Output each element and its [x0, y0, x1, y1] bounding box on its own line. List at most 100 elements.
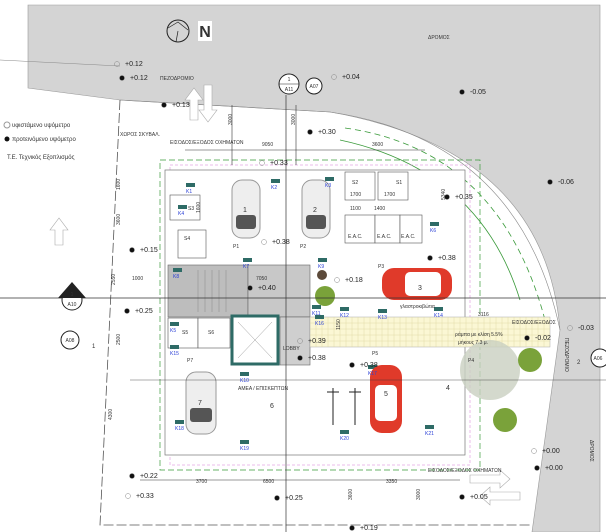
car-1	[231, 179, 261, 239]
vehicle-entry-top-label: ΕΙΣΟΔΟΣ/ΕΞΟΔΟΣ ΟΧΗΜΑΤΩΝ	[170, 140, 244, 146]
dimension-label: 2550	[111, 274, 117, 285]
section-marker-a11[interactable]: 1 A11	[278, 73, 300, 95]
level-marker-icon	[307, 129, 313, 135]
column	[378, 309, 387, 313]
dimension-label: 5340	[441, 189, 447, 200]
trees	[315, 270, 542, 432]
sidewalk-label-top: ΠΕΖΟΔΡΟΜΙΟ	[160, 76, 194, 82]
vehicle-entry-ramp-label: ΕΙΣΟΔΟΣ/ΕΞΟΔΟΣ	[512, 320, 556, 326]
car-7	[185, 371, 217, 435]
level-marker-icon	[459, 89, 465, 95]
column-label: K4	[178, 211, 184, 217]
level-label: +0.38	[272, 239, 290, 246]
column	[243, 258, 252, 262]
dimension-label: 3000	[416, 489, 422, 500]
level-label: -0.06	[558, 179, 574, 186]
column-label: K14	[434, 313, 443, 319]
parking-code: P4	[468, 358, 474, 364]
level-label: +0.12	[130, 75, 148, 82]
elevator-cross	[237, 321, 273, 359]
storage-label: S3	[188, 206, 194, 212]
level-marker-icon	[547, 179, 553, 185]
storage-label: S2	[352, 180, 358, 186]
storage-label: S5	[182, 330, 188, 336]
legend-technical-equipment: Τ.Ε. Τεχνικός Εξοπλισμός	[7, 154, 75, 161]
level-marker-icon	[531, 448, 537, 454]
section-marker-a08[interactable]: A08 1	[60, 330, 96, 350]
column	[368, 365, 377, 369]
dimension-label: 9050	[262, 142, 273, 148]
level-marker-icon	[114, 61, 120, 67]
dimension-label: 3600	[372, 142, 383, 148]
column-label: K19	[240, 446, 249, 452]
parking-code: P5	[372, 351, 378, 357]
level-label: +0.30	[318, 129, 336, 136]
marker-number: 1	[92, 344, 96, 350]
dimension-label: 1150	[336, 319, 342, 330]
sidewalk-label-right: ΠΕΖΟΔΡΟΜΙΟ	[563, 338, 569, 372]
marker-sheet: A11	[285, 87, 294, 93]
level-marker-icon	[274, 495, 280, 501]
car-3-red	[382, 268, 452, 300]
parking-code: P2	[300, 244, 306, 250]
parking-code: P7	[187, 358, 193, 364]
marker-sheet: A08	[66, 338, 75, 344]
columns	[170, 177, 443, 444]
level-marker-icon	[427, 255, 433, 261]
level-marker-icon	[334, 277, 340, 283]
level-marker-icon	[459, 494, 465, 500]
dimension-label: 1600	[116, 179, 122, 190]
section-marker-a06[interactable]: A06 2	[577, 348, 606, 368]
level-marker-icon	[534, 465, 540, 471]
column	[315, 315, 324, 319]
section-marker-a07[interactable]: A07	[305, 77, 323, 95]
column	[271, 179, 280, 183]
level-label: +0.25	[135, 308, 153, 315]
dimension-label: 3700	[196, 479, 207, 485]
parking-space-number: 3	[418, 285, 422, 292]
storage-label: S1	[396, 180, 402, 186]
dimension-label: 3600	[348, 489, 354, 500]
marker-sheet: A07	[310, 84, 319, 90]
stair-core	[167, 264, 249, 318]
section-marker-a10[interactable]: 1 A10	[58, 282, 86, 311]
level-label: +0.22	[140, 473, 158, 480]
eac-label: E.A.C.	[377, 234, 391, 240]
level-label: +0.33	[270, 160, 288, 167]
column	[178, 205, 187, 209]
section-lines	[0, 95, 606, 532]
parking-space-number: 2	[313, 207, 317, 214]
compass-icon	[166, 19, 190, 43]
marker-number: 2	[577, 360, 581, 366]
dimension-label: 3350	[386, 479, 397, 485]
parking-space-number: 7	[198, 400, 202, 407]
column-label: K13	[378, 315, 387, 321]
column	[312, 305, 321, 309]
lobby	[279, 316, 311, 366]
column-label: K21	[425, 431, 434, 437]
column	[425, 425, 434, 429]
level-label: -0.03	[578, 325, 594, 332]
parking-space-number: 4	[446, 385, 450, 392]
level-marker-icon	[261, 239, 267, 245]
north-label: N	[199, 24, 211, 41]
level-marker-icon	[331, 74, 337, 80]
column-label: K1	[186, 189, 192, 195]
sidewalk-edge	[0, 59, 121, 67]
column-label: K10	[240, 378, 249, 384]
parking-space-number: 5	[384, 391, 388, 398]
level-label: +0.13	[172, 102, 190, 109]
level-label: +0.05	[470, 494, 488, 501]
column-label: K3	[325, 183, 331, 189]
level-marker-icon	[297, 355, 303, 361]
green-dashed-outline	[159, 159, 481, 471]
legend: υφιστάμενο υψόμετρο προτεινόμενο υψόμετρ…	[3, 121, 76, 161]
road-label-top: ΔΡΟΜΟΣ	[428, 35, 450, 41]
column	[340, 307, 349, 311]
road-label-right: ΔΡΟΜΟΣ	[588, 440, 594, 462]
planter-label: γλαστροκιβώτια	[400, 303, 435, 310]
column	[430, 222, 439, 226]
level-label: +0.18	[345, 277, 363, 284]
column-label: K11	[312, 311, 321, 317]
ramp-length-label: μήκους 7.3 μ.	[458, 339, 488, 346]
